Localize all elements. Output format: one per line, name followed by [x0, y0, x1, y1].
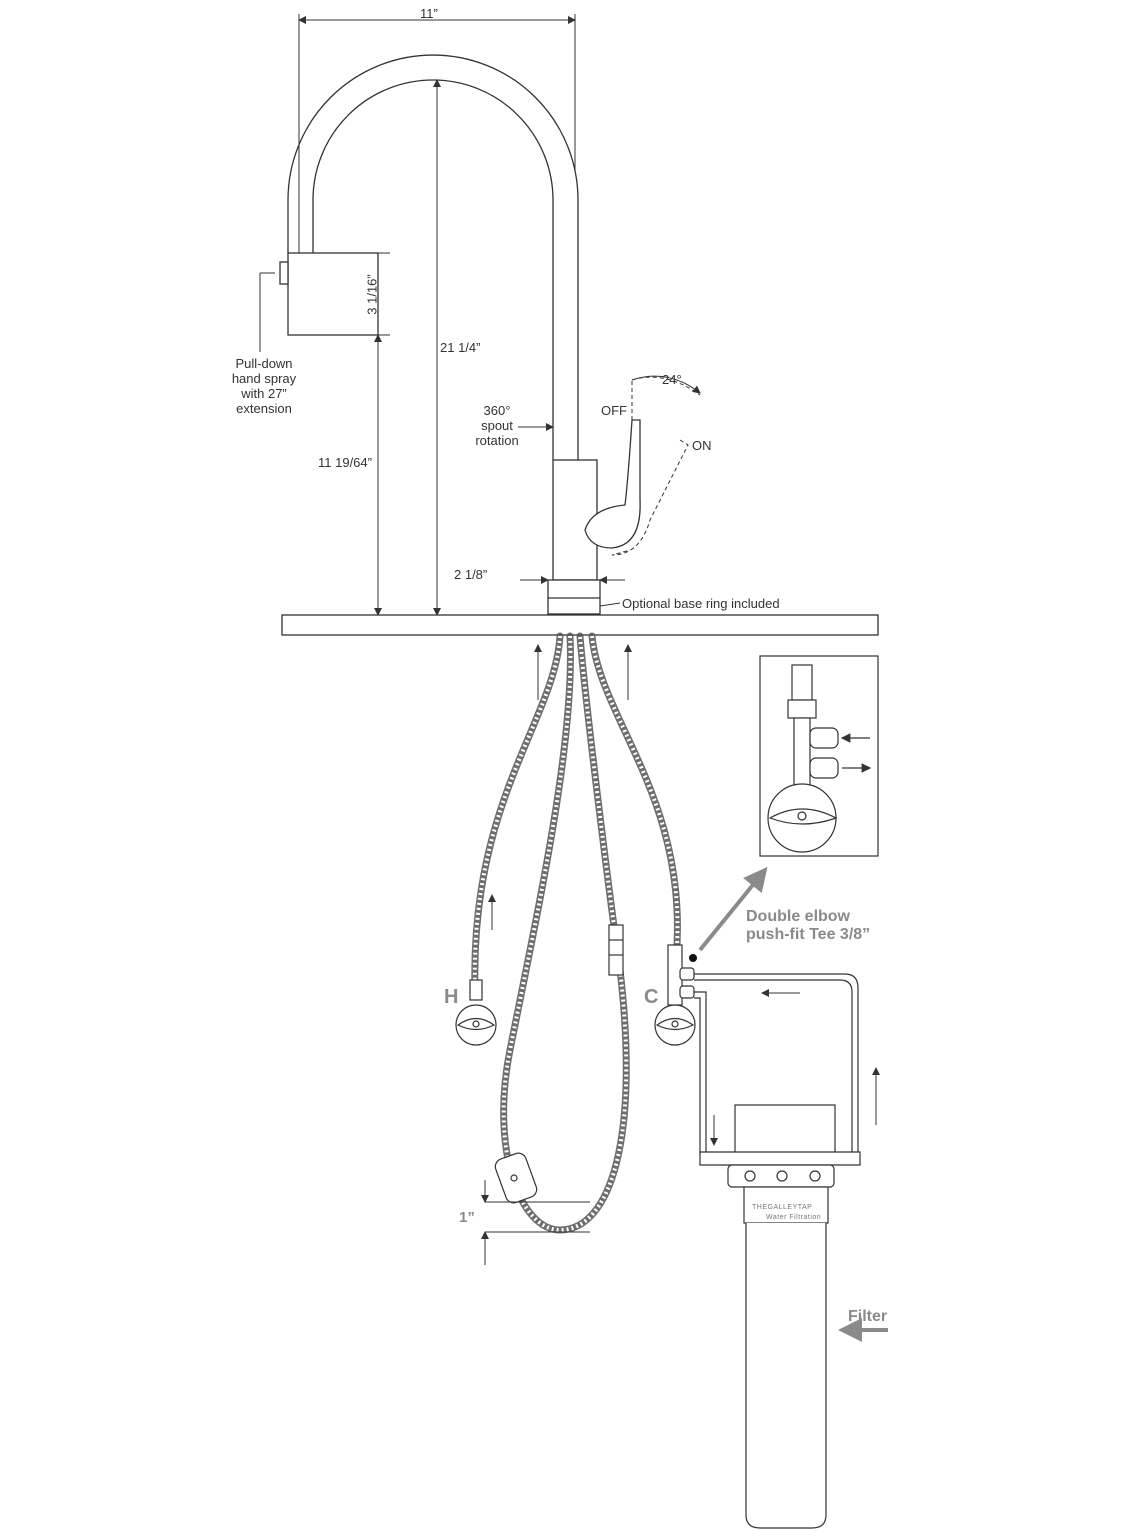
filter-label: Filter — [848, 1308, 888, 1325]
off-label: OFF — [601, 403, 627, 418]
spray-height-dimension — [374, 252, 390, 616]
filter-brand-subtitle: Water Filtration — [766, 1214, 822, 1221]
flow-arrows — [488, 644, 880, 1146]
filter-brand-name: THEGALLEYTAP — [752, 1204, 813, 1211]
angle-arc — [631, 375, 701, 394]
filter-lines — [694, 973, 859, 1155]
tee-callout-arrow — [698, 866, 768, 952]
pull-down-spray-label: Pull-down hand spray with 27” extension — [231, 356, 297, 416]
tee-callout-dot — [689, 954, 697, 962]
countertop — [281, 614, 879, 636]
width-dimension — [298, 14, 576, 255]
width-label: 11” — [420, 6, 438, 21]
hose-weight — [494, 1152, 538, 1204]
filter-unit — [699, 1104, 861, 1529]
base-width-label: 2 1/8” — [454, 567, 488, 582]
on-label: ON — [692, 438, 712, 453]
hot-valve — [455, 979, 497, 1046]
spray-height-label: 3 1/16” — [364, 274, 380, 315]
hose-quick-connector — [608, 924, 624, 976]
base-width-dimension — [520, 576, 625, 607]
tee-label: Double elbow push-fit Tee 3/8” — [746, 908, 871, 943]
spout-height-label: 11 19/64” — [318, 455, 372, 470]
lever-handle — [584, 419, 641, 549]
weight-dimension — [481, 1180, 590, 1265]
hot-label: H — [444, 986, 459, 1008]
tee-detail-inset — [759, 655, 879, 857]
spray-head — [259, 252, 379, 352]
spout-rotation-label: 360° spout rotation — [475, 403, 519, 448]
total-height-label: 21 1/4” — [440, 340, 481, 355]
cold-label: C — [644, 986, 659, 1008]
base-ring-label: Optional base ring included — [622, 596, 780, 611]
cold-valve — [654, 944, 696, 1046]
lever-angle-label: 24° — [662, 372, 682, 387]
weight-gap-label: 1” — [459, 1209, 475, 1226]
